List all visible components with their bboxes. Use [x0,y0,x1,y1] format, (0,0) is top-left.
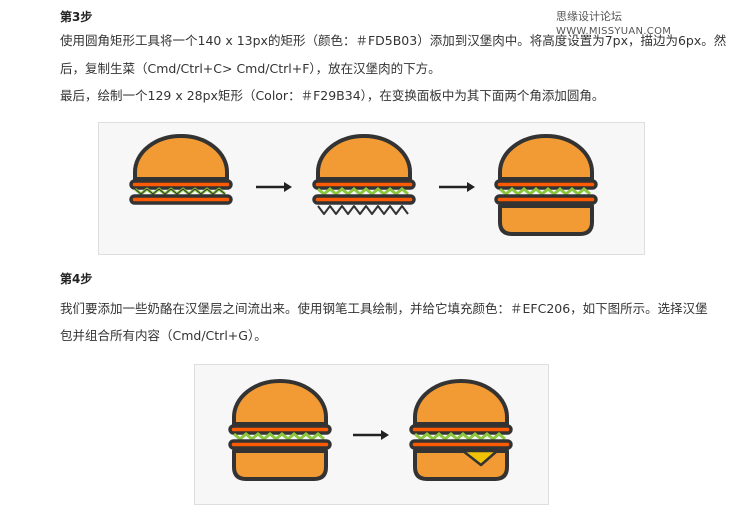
watermark-cn: 思缘设计论坛 [556,10,622,23]
step3-paragraph-1-line-2: 后，复制生菜（Cmd/Ctrl+C> Cmd/Ctrl+F），放在汉堡肉的下方。 [60,61,441,76]
step3-paragraph-1-line-1: 使用圆角矩形工具将一个140 x 13px的矩形（颜色：＃FD5B03）添加到汉… [60,33,727,48]
site-watermark: 思缘设计论坛 WWW.MISSYUAN.COM [556,8,731,37]
cheese-slice [461,449,499,467]
hamburger-icon [409,379,513,481]
watermark-site: WWW.MISSYUAN.COM [556,26,672,37]
arrow-right-icon [439,182,475,192]
step4-figure-canvas [228,379,513,481]
step3-heading: 第3步 [60,10,93,24]
step4-heading: 第4步 [60,272,93,286]
hamburger-icon [228,379,332,481]
hamburger-icon [494,134,598,236]
step4-figure [194,364,549,505]
arrow-right-icon [353,430,389,440]
step3-figure [98,122,645,255]
step3-paragraph-2: 最后，绘制一个129 x 28px矩形（Color：＃F29B34），在变换面板… [60,88,605,103]
arrow-right-icon [256,182,292,192]
step4-paragraph-line-1: 我们要添加一些奶酪在汉堡层之间流出来。使用钢笔工具绘制，并给它填充颜色：＃EFC… [60,301,708,316]
hamburger-icon [312,134,416,215]
step3-figure-canvas [129,134,598,236]
hamburger-icon [129,134,233,205]
step4-paragraph-line-2: 包并组合所有内容（Cmd/Ctrl+G）。 [60,328,267,343]
